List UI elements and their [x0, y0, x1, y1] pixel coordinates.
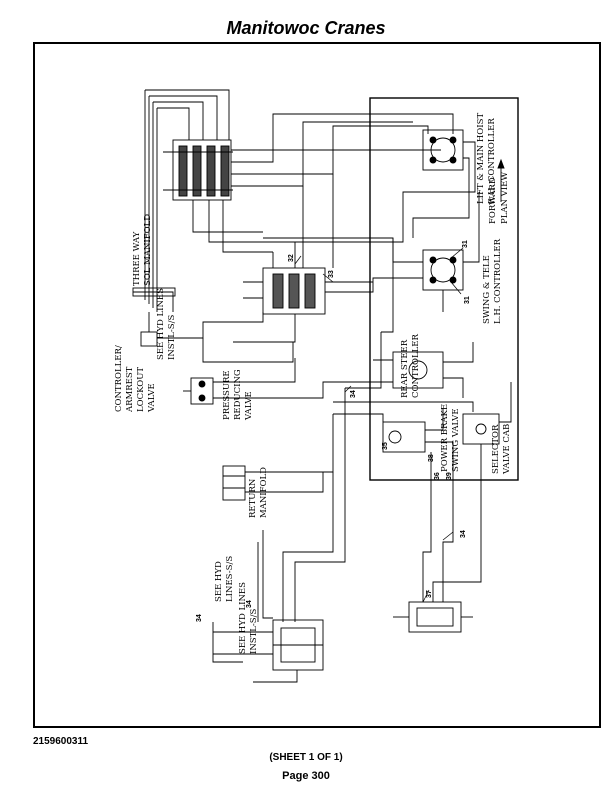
- swing-valve-label: SWING VALVE: [451, 408, 461, 472]
- three-way-label: THREE WAY: [132, 231, 142, 286]
- return-label: RETURN: [248, 478, 258, 518]
- plan-view-label: PLAN VIEW: [500, 172, 510, 224]
- pressure-valve-label: VALVE: [244, 391, 254, 421]
- callout-39: 39: [446, 472, 453, 480]
- see-hyd-a-label: SEE HYD: [214, 561, 224, 602]
- lift-main-hoist-label: LIFT & MAIN HOIST: [476, 113, 486, 204]
- callout-34a: 34: [350, 390, 357, 398]
- lockout-label: LOCKOUT: [136, 367, 146, 412]
- callout-37: 37: [426, 590, 433, 598]
- see-hyd-lines-top-label: SEE HYD LINES: [156, 288, 166, 360]
- lines-ss-a-label: LINES-S/S: [225, 556, 235, 602]
- power-brake-label: POWER BRAKE: [440, 404, 450, 472]
- swing-tele-label: SWING & TELE: [482, 255, 492, 324]
- selector-label: SELECTOR: [491, 424, 501, 474]
- document-number: 2159600311: [33, 736, 89, 747]
- page-number: Page 300: [282, 770, 330, 782]
- callout-34d: 34: [196, 614, 203, 622]
- callout-35: 35: [382, 442, 389, 450]
- instl-ss-top-label: INSTL-S/S: [167, 315, 177, 360]
- hydraulic-schematic: FORWARD PLAN VIEW LIFT & MAIN HOIST R.H.…: [114, 89, 519, 683]
- callout-33: 33: [328, 270, 335, 278]
- sheet-indicator: (SHEET 1 OF 1): [269, 752, 343, 763]
- rear-steer-label: REAR STEER: [400, 339, 410, 398]
- return-manifold-label: MANIFOLD: [259, 467, 269, 518]
- callout-32: 32: [288, 254, 295, 262]
- callout-31a: 31: [462, 240, 469, 248]
- callout-34c: 34: [246, 600, 253, 608]
- callout-36: 36: [434, 472, 441, 480]
- pressure-label: PRESSURE: [222, 370, 232, 420]
- armrest-label: ARMREST: [125, 366, 135, 413]
- valve-cab-label: VALVE CAB: [502, 424, 512, 475]
- see-hyd-lines-b-label: SEE HYD LINES: [238, 582, 248, 654]
- drawing-frame: [33, 42, 601, 728]
- callout-31b: 31: [464, 296, 471, 304]
- rear-steer-controller-label: CONTROLLER: [411, 334, 421, 398]
- reducing-label: REDUCING: [233, 369, 243, 420]
- rh-controller-label: R.H. CONTROLLER: [487, 118, 497, 204]
- page-title: Manitowoc Cranes: [226, 18, 386, 38]
- callout-34b: 34: [460, 530, 467, 538]
- controller-armrest-label: CONTROLLER/: [114, 345, 124, 412]
- lockout-valve-label: VALVE: [147, 383, 157, 413]
- sol-manifold-label: SOL MANIFOLD: [143, 214, 153, 286]
- callout-38: 38: [428, 454, 435, 462]
- forward-label: FORWARD: [488, 177, 498, 224]
- instl-ss-b-label: INSTL-S/S: [249, 609, 259, 654]
- lh-controller-label: L.H. CONTROLLER: [493, 238, 503, 324]
